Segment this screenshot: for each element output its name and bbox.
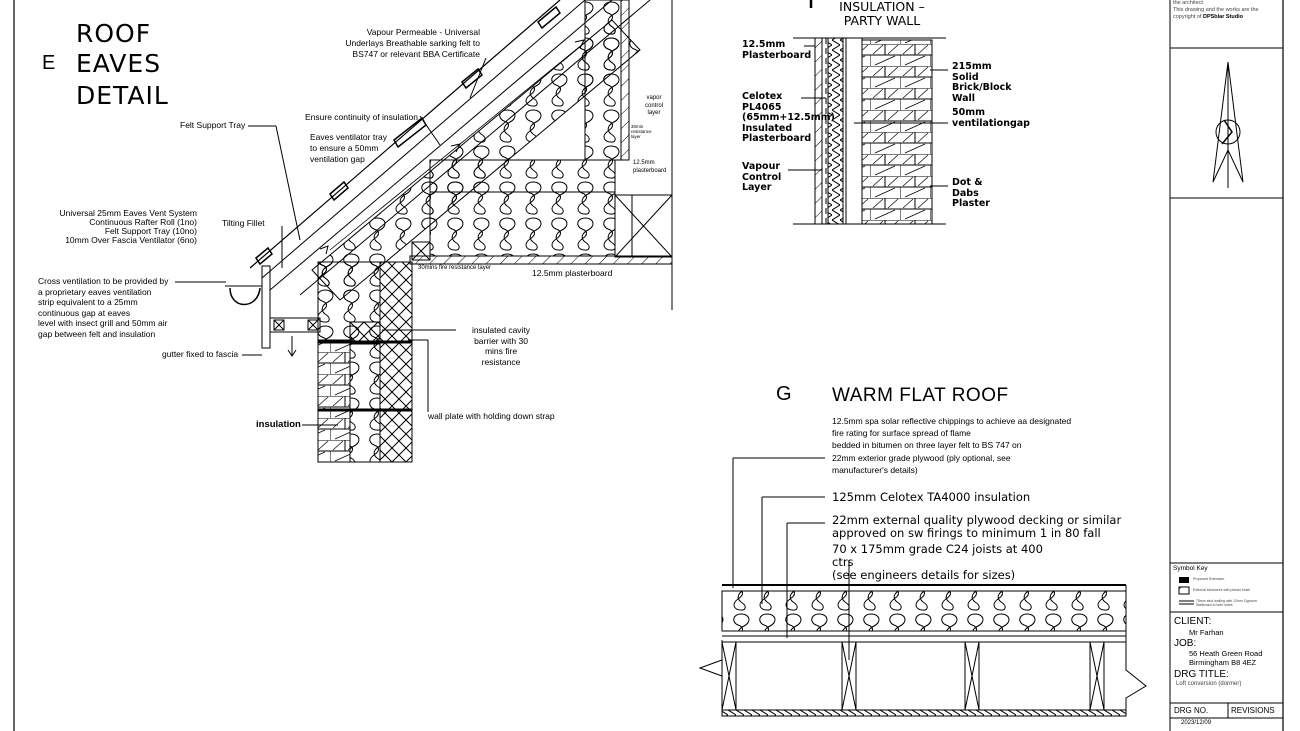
- copyright-note: the architect. This drawing and the work…: [1173, 0, 1259, 20]
- eaves-title-line-2: EAVES: [76, 49, 162, 78]
- plasterboard-label: 12.5mm plasterboard: [532, 268, 613, 278]
- insulation-label: insulation: [256, 419, 301, 430]
- vapor-control-small-label: vapor control layer: [644, 95, 663, 116]
- client-label: CLIENT:: [1174, 616, 1212, 627]
- symbol-1: Proposed Extension: [1193, 577, 1225, 581]
- cavity-barrier-label: insulated cavity barrier with 30 mins fi…: [471, 325, 531, 367]
- fire-small-label: 30min resistance layer: [631, 124, 652, 139]
- symbol-2: External blockwork with plaster finish: [1193, 588, 1251, 592]
- pw-dabs-label: Dot & Dabs Plaster: [952, 177, 990, 209]
- felt-support-tray-label: Felt Support Tray: [180, 120, 246, 130]
- job-value: 56 Heath Green Road Birmingham B8 4EZ: [1189, 649, 1263, 667]
- drawing-date: 2023/12/09: [1181, 720, 1212, 726]
- client-value: Mr Farhan: [1189, 628, 1224, 637]
- wall-plate-label: wall plate with holding down strap: [428, 411, 555, 421]
- party-wall-section: [788, 0, 948, 225]
- tilting-fillet-label: Tilting Fillet: [222, 218, 265, 228]
- flat-roof-celotex-label: 125mm Celotex TA4000 insulation: [832, 490, 1031, 504]
- flat-roof-section: [698, 457, 1147, 717]
- eaves-section: [175, 0, 673, 463]
- vapour-permeable-label: Vapour Permeable - Universal Underlays B…: [345, 27, 480, 59]
- pb-small-label: 12.5mm plasterboard: [633, 160, 667, 174]
- fire-layer-label: 30mins fire resistance layer: [418, 265, 492, 271]
- pw-brick-label: 215mm Solid Brick/Block Wall: [952, 61, 1012, 104]
- flat-roof-spec: 12.5mm spa solar reflective chippings to…: [832, 416, 1072, 475]
- eaves-ventilator-label: Eaves ventilator tray to ensure a 50mm v…: [310, 132, 388, 164]
- pw-plasterboard-label: 12.5mm Plasterboard: [742, 39, 812, 61]
- pw-celotex-label: Celotex PL4065 (65mm+12.5mm) Insulated P…: [742, 91, 835, 144]
- north-arrow-icon: [1212, 61, 1244, 188]
- eaves-title-line-3: DETAIL: [76, 81, 169, 110]
- symbol-3: 75mm stud walling with 12mm Gypsum Wallb…: [1196, 599, 1257, 607]
- continuity-label: Ensure continuity of insulation: [305, 112, 418, 122]
- drg-title-value: Loft conversion (dormer): [1176, 681, 1242, 687]
- vent-system-label: Universal 25mm Eaves Vent System Continu…: [59, 208, 197, 245]
- flat-roof-title: WARM FLAT ROOF: [832, 385, 1009, 406]
- cross-ventilation-label: Cross ventilation to be provided by a pr…: [38, 276, 169, 339]
- gutter-label: gutter fixed to fascia: [162, 349, 239, 359]
- flat-roof-plywood-label: 22mm external quality plywood decking or…: [832, 513, 1122, 540]
- eaves-letter: E: [42, 52, 56, 74]
- pw-gap-label: 50mm ventilationgap: [952, 107, 1030, 129]
- studio-name: DPSblar Studio: [1202, 14, 1243, 20]
- flat-roof-letter: G: [776, 383, 792, 405]
- flat-roof-joists-label: 70 x 175mm grade C24 joists at 400 ctrs …: [832, 542, 1043, 582]
- eaves-title-line-1: ROOF: [76, 19, 152, 48]
- revisions-label: REVISIONS: [1231, 706, 1275, 715]
- party-wall-title: INSULATION – PARTY WALL: [839, 0, 925, 28]
- drg-title-label: DRG TITLE:: [1174, 669, 1229, 680]
- symbol-key-heading: Symbol Key: [1173, 565, 1208, 572]
- job-label: JOB:: [1174, 638, 1197, 649]
- drg-no-label: DRG NO.: [1174, 706, 1209, 715]
- pw-vcl-label: Vapour Control Layer: [742, 161, 782, 193]
